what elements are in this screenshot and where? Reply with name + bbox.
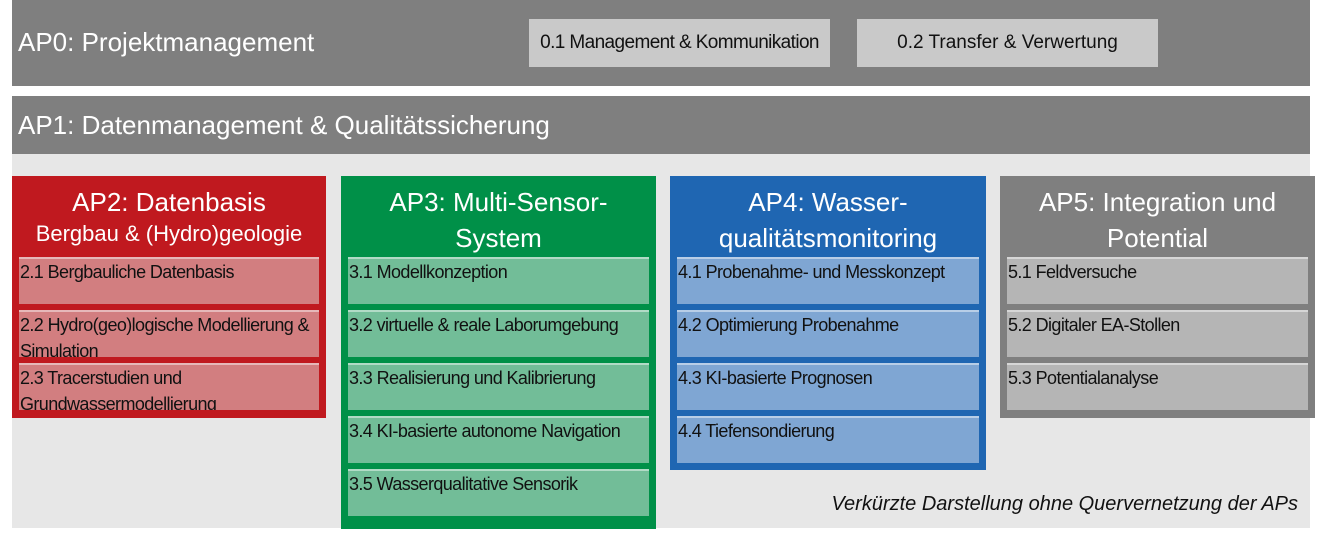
ap3-title-line2: System — [455, 223, 542, 253]
ap4-task-4-4: 4.4 Tiefensondierung — [677, 416, 979, 463]
ap3-task-3-2: 3.2 virtuelle & reale Laborumgebung — [348, 310, 649, 357]
ap5-header: AP5: Integration und Potential — [1000, 184, 1315, 256]
ap2-task-2-1: 2.1 Bergbauliche Datenbasis — [19, 257, 319, 304]
ap0-title: AP0: Projektmanagement — [18, 27, 315, 57]
ap4-title-line2: qualitätsmonitoring — [718, 223, 938, 253]
ap4-column: AP4: Wasser- qualitätsmonitoring 4.1 Pro… — [670, 176, 986, 470]
ap2-column: AP2: Datenbasis Bergbau & (Hydro)geologi… — [12, 176, 326, 418]
ap3-task-3-4: 3.4 KI-basierte autonome Navigation — [348, 416, 649, 463]
footnote: Verkürzte Darstellung ohne Quervernetzun… — [831, 493, 1298, 515]
ap1-bar: AP1: Datenmanagement & Qualitätssicherun… — [12, 96, 1310, 154]
ap5-task-5-3: 5.3 Potentialanalyse — [1007, 363, 1308, 410]
ap3-task-3-5: 3.5 Wasserqualitative Sensorik — [348, 469, 649, 516]
ap0-sub-management: 0.1 Management & Kommunikation — [529, 19, 830, 67]
ap4-task-4-1: 4.1 Probenahme- und Messkonzept — [677, 257, 979, 304]
ap3-column: AP3: Multi-Sensor- System 3.1 Modellkonz… — [341, 176, 656, 529]
ap5-task-5-2: 5.2 Digitaler EA-Stollen — [1007, 310, 1308, 357]
ap4-title: AP4: Wasser- — [748, 187, 908, 217]
ap3-task-3-1: 3.1 Modellkonzeption — [348, 257, 649, 304]
ap2-task-2-3: 2.3 Tracerstudien und Grundwassermodelli… — [19, 363, 319, 410]
ap5-column: AP5: Integration und Potential 5.1 Feldv… — [1000, 176, 1315, 418]
ap0-sub-transfer: 0.2 Transfer & Verwertung — [857, 19, 1158, 67]
ap3-header: AP3: Multi-Sensor- System — [341, 184, 656, 256]
ap4-task-4-3: 4.3 KI-basierte Prognosen — [677, 363, 979, 410]
ap2-header: AP2: Datenbasis Bergbau & (Hydro)geologi… — [12, 184, 326, 248]
ap5-task-5-1: 5.1 Feldversuche — [1007, 257, 1308, 304]
ap5-title: AP5: Integration und — [1038, 187, 1277, 217]
ap4-task-4-2: 4.2 Optimierung Probenahme — [677, 310, 979, 357]
ap5-title-line2: Potential — [1106, 223, 1209, 253]
ap2-title: AP2: Datenbasis — [72, 187, 266, 217]
ap3-task-3-3: 3.3 Realisierung und Kalibrierung — [348, 363, 649, 410]
ap2-subtitle: Bergbau & (Hydro)geologie — [35, 221, 303, 246]
ap4-header: AP4: Wasser- qualitätsmonitoring — [670, 184, 986, 256]
ap2-task-2-2: 2.2 Hydro(geo)logische Modellierung & Si… — [19, 310, 319, 357]
ap1-title: AP1: Datenmanagement & Qualitätssicherun… — [18, 110, 550, 140]
ap3-title: AP3: Multi-Sensor- — [389, 187, 608, 217]
